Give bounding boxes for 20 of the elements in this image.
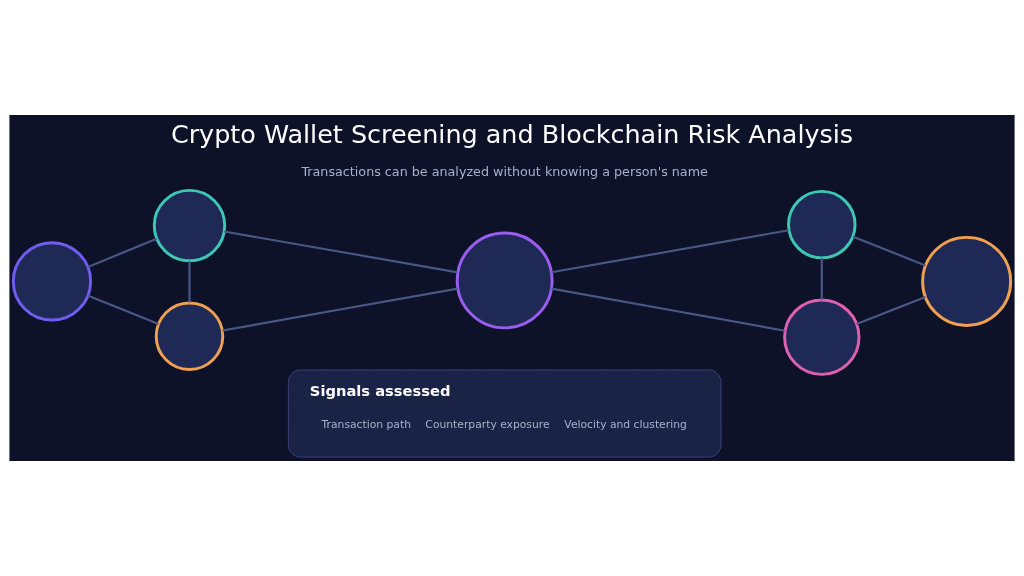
label: Transactions can be analyzed without knowing a person's name <box>301 164 708 180</box>
connector <box>87 237 158 268</box>
connector <box>820 258 823 300</box>
connector <box>188 261 191 303</box>
connector <box>87 294 159 326</box>
connector <box>852 235 926 267</box>
node-circle <box>783 298 861 376</box>
connector <box>551 229 789 274</box>
node-circle <box>455 231 554 330</box>
node-circle <box>11 241 93 322</box>
connector <box>222 287 458 332</box>
node-circle <box>154 301 225 371</box>
node-box: Signals assessed Transaction path Counterparty exposure Velocity and clustering <box>287 369 722 458</box>
connector <box>856 296 926 325</box>
node-circle <box>787 189 857 260</box>
node-circle <box>921 235 1013 327</box>
node-circle <box>152 188 227 263</box>
diagram-title: Crypto Wallet Screening and Blockchain Risk Analysis <box>170 119 854 150</box>
connector <box>551 287 785 332</box>
connector <box>224 230 458 274</box>
